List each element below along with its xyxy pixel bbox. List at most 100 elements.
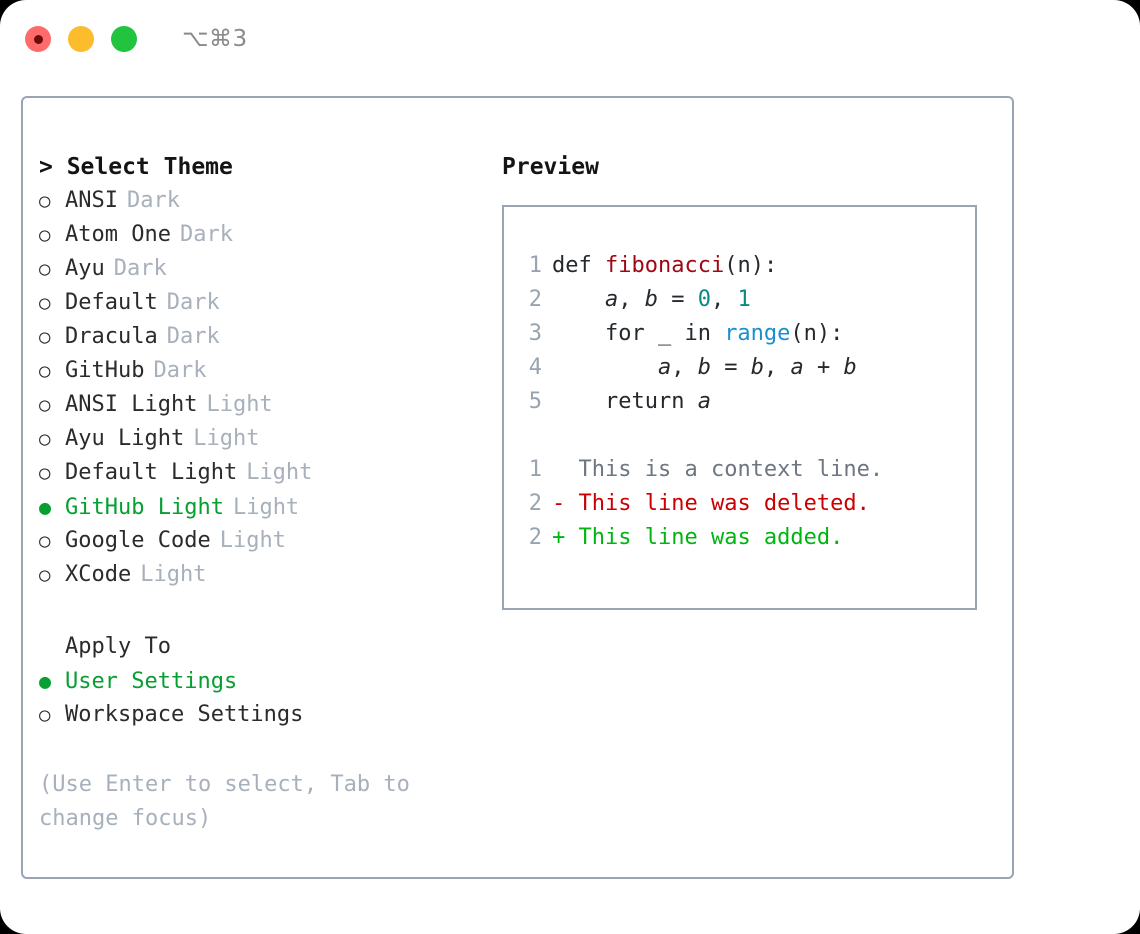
apply-to-list: ● User Settings ○Workspace Settings — [39, 664, 499, 732]
theme-option-label: Google Code — [65, 528, 211, 553]
code-token-plain: (n): — [724, 253, 778, 278]
maximize-button[interactable] — [111, 26, 137, 52]
theme-option-ayu-light[interactable]: ○ Ayu Light Light — [39, 422, 499, 456]
code-token-var: b — [697, 355, 711, 380]
theme-option-label: Default Light — [65, 460, 238, 485]
theme-option-kind-badge: Light — [193, 426, 260, 451]
theme-option-kind-badge: Dark — [166, 290, 220, 315]
diff-marker: - — [552, 491, 579, 516]
code-token-plain: , — [763, 355, 791, 380]
title-bar: ⌥⌘3 — [0, 0, 1140, 78]
theme-option-kind-badge: Light — [206, 392, 273, 417]
code-token-var: a — [697, 389, 711, 414]
theme-option-kind-badge: Light — [219, 528, 286, 553]
code-token-var: b — [750, 355, 764, 380]
theme-option-label: ANSI — [65, 188, 118, 213]
line-number: 2 — [528, 491, 542, 516]
code-token-num: 1 — [737, 287, 751, 312]
radio-unselected-icon: ○ — [39, 326, 51, 348]
radio-unselected-icon: ○ — [39, 462, 51, 484]
close-button[interactable] — [25, 26, 51, 52]
theme-option-xcode[interactable]: ○ XCode Light — [39, 558, 499, 592]
code-token-plain: for _ in — [552, 321, 725, 346]
line-number: 5 — [528, 389, 542, 414]
diff-marker: + — [552, 525, 579, 550]
line-number: 1 — [528, 253, 542, 278]
keyboard-shortcut-label: ⌥⌘3 — [182, 26, 248, 52]
theme-option-default[interactable]: ○ Default Dark — [39, 286, 499, 320]
diff-marker — [552, 453, 579, 487]
theme-option-kind-badge: Light — [232, 495, 300, 520]
code-token-fn: fibonacci — [604, 253, 725, 278]
code-token-call: range — [724, 321, 791, 346]
code-token-var: a — [790, 355, 804, 380]
line-number: 4 — [528, 355, 542, 380]
theme-option-label: Ayu — [65, 256, 105, 281]
radio-selected-icon: ● — [39, 495, 52, 519]
theme-option-label: XCode — [65, 562, 132, 587]
apply-to-option-user-settings[interactable]: ● User Settings — [39, 664, 499, 698]
code-line: 5 return a — [518, 385, 969, 419]
code-token-var: a — [657, 355, 672, 380]
code-token-var: b — [644, 287, 658, 312]
code-line: 1 def fibonacci(n): — [518, 249, 969, 283]
radio-unselected-icon: ○ — [39, 360, 51, 382]
keyboard-hint-text: (Use Enter to select, Tab to change focu… — [39, 772, 424, 831]
code-line-text: for _ in range(n): — [552, 317, 843, 351]
code-line-text: a, b = b, a + b — [552, 351, 857, 385]
code-line-text: def fibonacci(n): — [552, 249, 777, 283]
code-token-plain: return — [552, 389, 698, 414]
code-token-num: 0 — [697, 287, 711, 312]
theme-option-label: Ayu Light — [65, 426, 185, 451]
diff-line-text: This is a context line. — [578, 457, 884, 482]
radio-unselected-icon: ○ — [39, 394, 51, 416]
code-token-plain: def — [552, 253, 605, 278]
diff-line-deleted: 2- This line was deleted. — [518, 487, 969, 521]
radio-unselected-icon: ○ — [39, 258, 51, 280]
apply-to-option-label: User Settings — [65, 669, 238, 694]
code-line: 3 for _ in range(n): — [518, 317, 969, 351]
code-line: 4 a, b = b, a + b — [518, 351, 969, 385]
radio-selected-icon: ● — [39, 669, 52, 693]
minimize-button[interactable] — [68, 26, 94, 52]
code-token-plain: + — [803, 355, 844, 380]
diff-line-context: 1 This is a context line. — [518, 453, 969, 487]
theme-option-kind-badge: Light — [140, 562, 207, 587]
code-line-text: return a — [552, 385, 711, 419]
code-token-var: a — [604, 287, 619, 312]
diff-sample: 1 This is a context line.2- This line wa… — [518, 453, 969, 555]
diff-line-text: This line was deleted. — [578, 491, 870, 516]
code-line-text: a, b = 0, 1 — [552, 283, 751, 317]
code-token-plain: = — [710, 355, 751, 380]
radio-unselected-icon: ○ — [39, 428, 51, 450]
radio-unselected-icon: ○ — [39, 292, 51, 314]
theme-option-label: ANSI Light — [65, 392, 198, 417]
theme-option-label: Default — [65, 290, 158, 315]
code-token-plain: (n): — [790, 321, 844, 346]
theme-option-label: Atom One — [65, 222, 171, 247]
radio-unselected-icon: ○ — [39, 224, 51, 246]
radio-unselected-icon: ○ — [39, 564, 51, 586]
theme-option-ansi-light[interactable]: ○ ANSI Light Light — [39, 388, 499, 422]
apply-to-option-workspace-settings[interactable]: ○Workspace Settings — [39, 698, 499, 732]
line-number: 3 — [528, 321, 542, 346]
theme-option-label: GitHub — [65, 358, 145, 383]
select-theme-header: > Select Theme — [39, 154, 233, 180]
preview-label: Preview — [502, 154, 599, 180]
code-token-var: b — [843, 355, 857, 380]
recording-indicator-icon — [33, 34, 43, 44]
